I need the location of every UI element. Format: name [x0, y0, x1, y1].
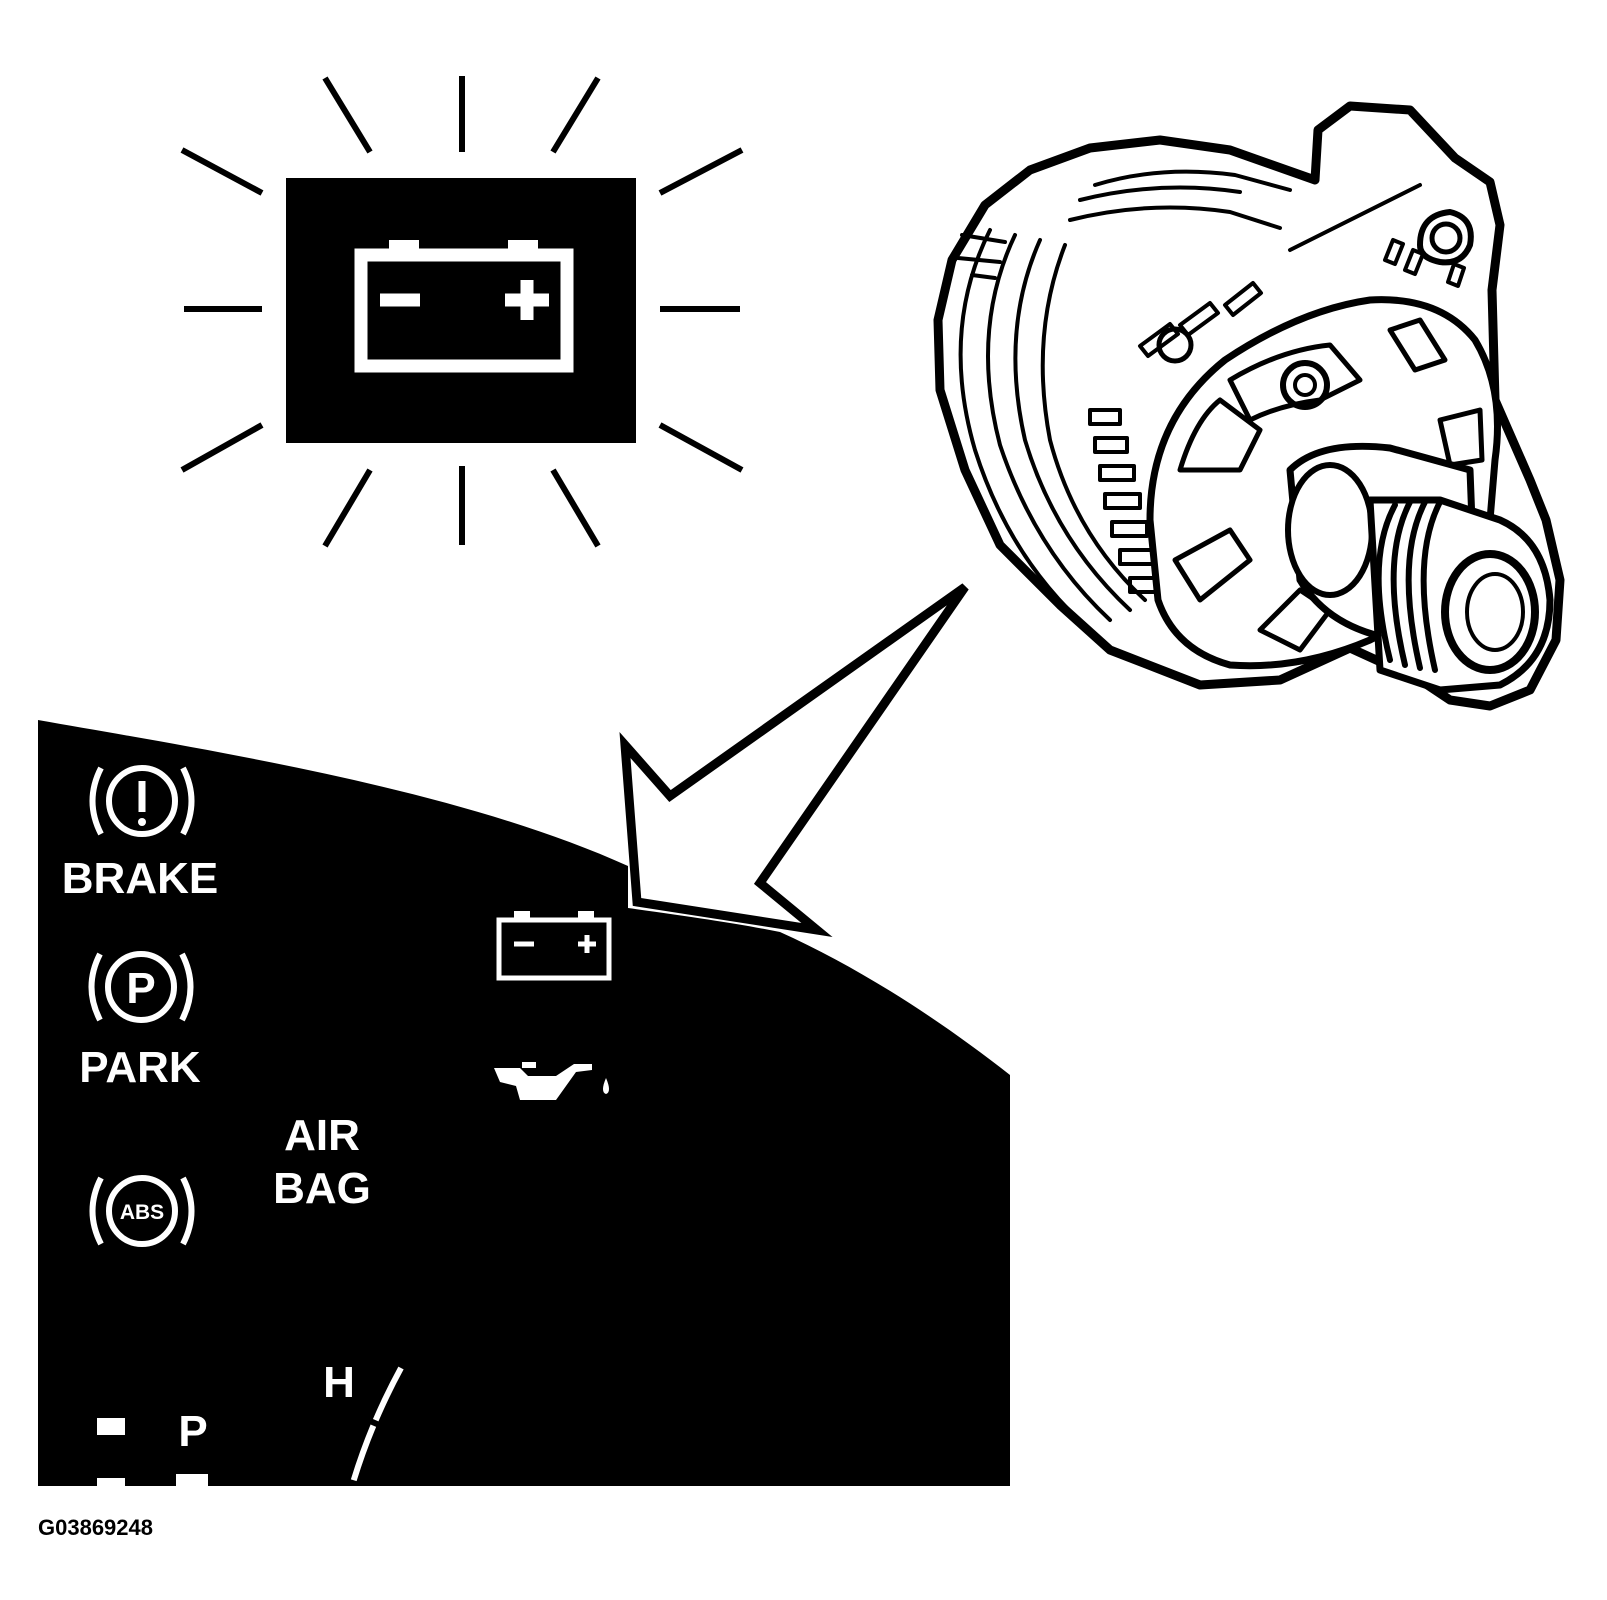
flashing-battery-lamp: [180, 76, 744, 548]
callout-arrow: [619, 583, 969, 937]
oil-can-icon: [494, 1062, 609, 1100]
brake-label: BRAKE: [62, 854, 218, 903]
airbag-label-line2: BAG: [273, 1164, 371, 1213]
instrument-cluster: BRAKE P PARK AIR BAG ABS: [38, 720, 1010, 1487]
gear-indicator: P: [97, 1407, 208, 1486]
lamp-panel: [286, 178, 636, 443]
stator-fins: [958, 169, 1474, 632]
alternator-icon: [933, 101, 1565, 711]
abs-label: ABS: [120, 1201, 164, 1224]
gear-label: P: [178, 1407, 207, 1456]
pulley: [1285, 442, 1554, 694]
figure-id: G03869248: [38, 1515, 153, 1540]
battery-icon: [354, 240, 574, 373]
park-brake-symbol: P: [126, 964, 155, 1013]
brake-warning-icon: [89, 765, 195, 837]
temp-gauge-arc: [349, 1366, 404, 1487]
abs-icon: [89, 1175, 195, 1247]
park-label: PARK: [79, 1043, 201, 1092]
cluster-panel: [38, 720, 1010, 1486]
park-brake-icon: [88, 951, 194, 1023]
battery-indicator-icon: [496, 911, 612, 981]
flash-rays: [180, 76, 744, 548]
temp-gauge-label: H: [323, 1358, 355, 1407]
airbag-label-line1: AIR: [284, 1111, 360, 1160]
